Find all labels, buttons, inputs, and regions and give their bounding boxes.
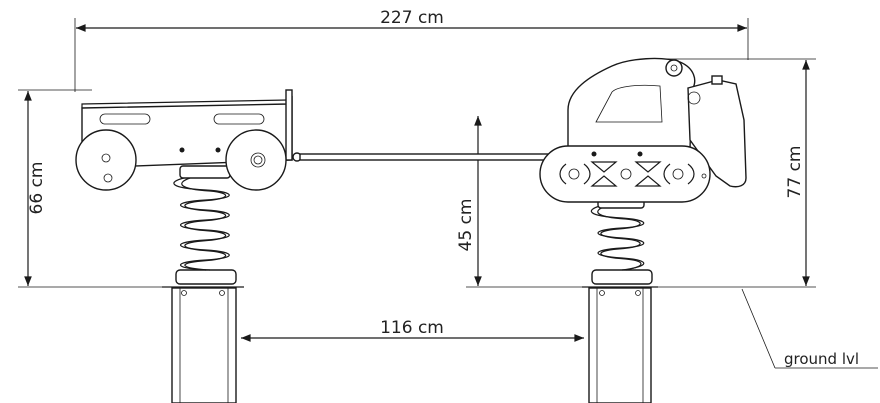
dimension-post-spacing: 116 cm [241, 318, 585, 342]
excavator-cab [567, 57, 696, 149]
left-spring [173, 165, 237, 285]
connecting-bar [299, 153, 551, 161]
trailer-rider [75, 89, 302, 403]
dimension-seat-height: 45 cm [456, 116, 585, 288]
height-right-label: 77 cm [785, 146, 805, 199]
seat-height-label: 45 cm [456, 199, 476, 252]
trailer-wheel-front [75, 129, 137, 191]
ground-level-label: ground lvl [784, 350, 859, 368]
right-spring [590, 195, 653, 285]
post-spacing-label: 116 cm [380, 318, 444, 338]
right-post [582, 286, 658, 403]
dimension-total-length: 227 cm [74, 8, 749, 92]
excavator-tracks [539, 145, 711, 203]
total-length-label: 227 cm [380, 8, 444, 28]
trailer-wheel-rear [225, 129, 287, 191]
dimension-height-right: 77 cm [650, 58, 816, 288]
excavator-rider [539, 57, 747, 403]
left-post [162, 286, 244, 403]
ground-level-callout: ground lvl [741, 288, 878, 369]
excavator-arm [687, 75, 747, 188]
height-left-label: 66 cm [27, 162, 47, 215]
